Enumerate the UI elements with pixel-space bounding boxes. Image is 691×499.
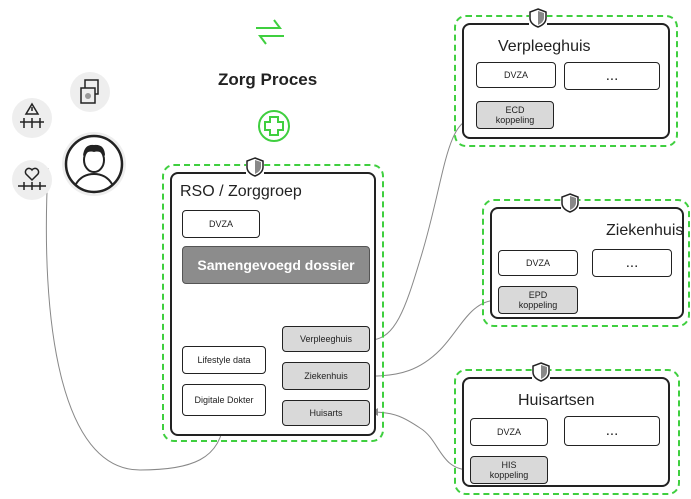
- ecd-koppeling-box: ECD koppeling: [476, 101, 554, 129]
- shield-icon: [246, 157, 264, 177]
- documents-icon: [70, 72, 110, 112]
- rso-dvza-box: DVZA: [182, 210, 260, 238]
- verpleeghuis-frame: [454, 15, 678, 147]
- heart-rate-icon: [12, 160, 52, 200]
- his-koppeling-box: HIS koppeling: [470, 456, 548, 484]
- digitale-dokter-box: Digitale Dokter: [182, 384, 266, 416]
- warning-device-icon: [12, 98, 52, 138]
- huisartsen-dvza-box: DVZA: [470, 418, 548, 446]
- ziekenhuis-title: Ziekenhuis: [606, 222, 684, 239]
- shield-icon: [532, 362, 550, 382]
- huisartsen-more-box: ...: [564, 416, 660, 446]
- verpleeghuis-title: Verpleeghuis: [498, 38, 591, 55]
- connector-epd: [371, 299, 499, 377]
- person-avatar-icon: [62, 132, 126, 196]
- rso-frame: [162, 164, 384, 442]
- epd-koppeling-box: EPD koppeling: [498, 286, 578, 314]
- ziekenhuis-dvza-box: DVZA: [498, 250, 578, 276]
- verpleeghuis-dvza-box: DVZA: [476, 62, 556, 88]
- rso-verpleeghuis-connector: Verpleeghuis: [282, 326, 370, 352]
- shield-icon: [529, 8, 547, 28]
- rso-ziekenhuis-connector: Ziekenhuis: [282, 362, 370, 390]
- connector-person-to-digitale-dokter: [45, 167, 225, 471]
- samengevoegd-dossier-box: Samengevoegd dossier: [182, 246, 370, 284]
- huisartsen-frame: [454, 369, 680, 495]
- ziekenhuis-frame: [482, 199, 690, 327]
- rso-huisarts-connector: Huisarts: [282, 400, 370, 426]
- lifestyle-data-box: Lifestyle data: [182, 346, 266, 374]
- huisartsen-title: Huisartsen: [518, 392, 595, 409]
- verpleeghuis-more-box: ...: [564, 62, 660, 90]
- plus-circle-icon: [256, 108, 292, 144]
- sync-arrows-icon: [248, 10, 292, 54]
- rso-title: RSO / Zorggroep: [180, 183, 302, 200]
- ziekenhuis-more-box: ...: [592, 249, 672, 277]
- connector-his: [371, 411, 471, 471]
- page-title: Zorg Proces: [218, 70, 318, 89]
- connector-ecd: [371, 117, 477, 341]
- shield-icon: [561, 193, 579, 213]
